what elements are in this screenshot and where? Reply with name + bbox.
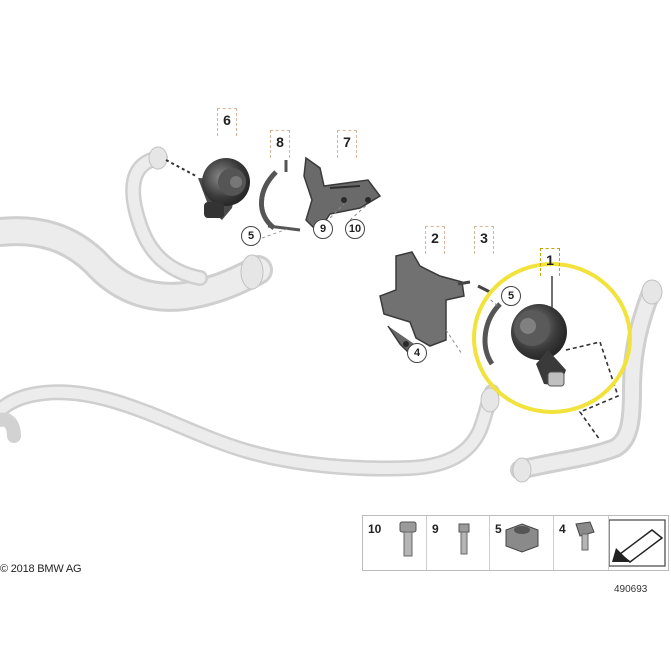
coolant-hoses <box>0 150 662 480</box>
legend-number-5: 5 <box>495 522 502 536</box>
callout-6-number: 6 <box>223 112 231 128</box>
small-parts-legend: 10 9 5 4 <box>362 515 669 571</box>
ref-circle-10: 10 <box>345 219 365 239</box>
ref-circle-9: 9 <box>313 219 333 239</box>
legend-part-sketches <box>399 519 666 567</box>
ref-circle-4: 4 <box>407 343 427 363</box>
document-number: 490693 <box>614 584 648 595</box>
pump-1 <box>511 276 619 441</box>
ref-circle-10-number: 10 <box>348 223 362 235</box>
legend-cell-5: 5 <box>490 516 554 570</box>
hose-couplings <box>148 146 663 483</box>
legend-cell-4: 4 <box>554 516 609 570</box>
callout-3: 3 <box>474 226 494 254</box>
callout-1: 1 <box>540 248 560 276</box>
legend-number-9: 9 <box>432 522 439 536</box>
legend-cell-10: 10 <box>363 516 427 570</box>
highlight-ring <box>472 262 632 414</box>
callout-2-number: 2 <box>431 230 439 246</box>
callout-2: 2 <box>425 226 445 254</box>
bracket-7 <box>303 156 382 234</box>
legend-cell-9: 9 <box>427 516 490 570</box>
ref-circle-5-lower: 5 <box>501 286 521 306</box>
ref-circle-4-number: 4 <box>413 347 421 359</box>
callout-1-number: 1 <box>546 252 554 268</box>
clamp-3 <box>477 284 502 366</box>
lower-long-hose <box>0 384 500 477</box>
bracket-2 <box>379 251 471 358</box>
callout-8: 8 <box>270 130 290 158</box>
legend-number-4: 4 <box>559 522 566 536</box>
callout-7-number: 7 <box>343 134 351 150</box>
callout-7: 7 <box>337 130 357 158</box>
clamp-8 <box>259 160 301 239</box>
ref-circle-9-number: 9 <box>319 223 327 235</box>
callout-6: 6 <box>217 108 237 136</box>
ref-circle-5-upper-number: 5 <box>247 230 255 242</box>
pump-6 <box>165 158 250 220</box>
copyright-text: © 2018 BMW AG <box>0 563 82 575</box>
callout-8-number: 8 <box>276 134 284 150</box>
legend-number-10: 10 <box>368 522 382 536</box>
ref-circle-5-upper: 5 <box>241 226 261 246</box>
callout-3-number: 3 <box>480 230 488 246</box>
ref-circle-5-lower-number: 5 <box>507 290 515 302</box>
